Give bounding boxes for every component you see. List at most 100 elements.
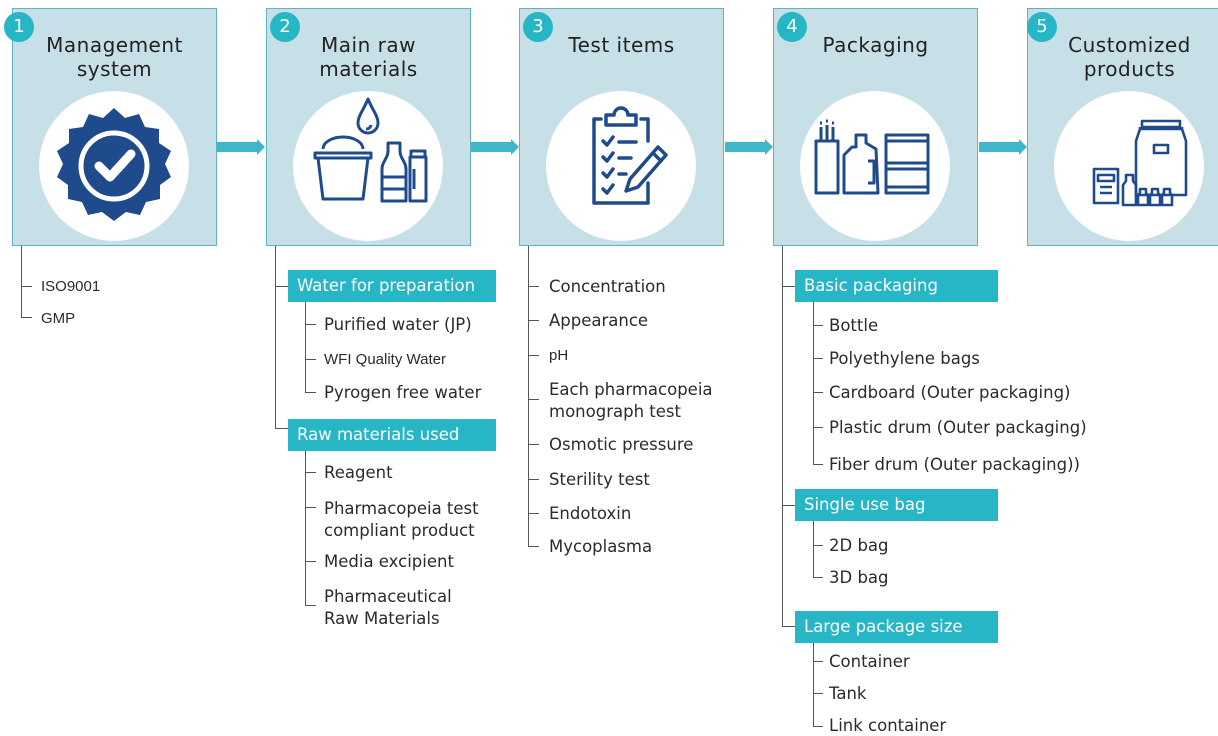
step-title-tests: Test items — [568, 33, 675, 57]
tree-branch — [528, 286, 539, 287]
list-item: Sterility test — [549, 470, 650, 489]
icon-circle — [293, 91, 443, 241]
icon-circle — [1054, 91, 1204, 241]
tree-line — [813, 302, 814, 465]
tree-branch — [782, 626, 795, 627]
icon-circle — [546, 91, 696, 241]
tree-branch — [813, 392, 823, 393]
step-card-4: Packaging — [773, 8, 978, 246]
clipboard-checklist-icon — [592, 106, 668, 205]
list-item: ISO9001 — [41, 278, 101, 295]
group-header-large-package: Large package size — [795, 611, 998, 643]
tree-line — [782, 246, 783, 627]
certified-badge-icon — [57, 108, 171, 221]
tree-branch — [528, 546, 539, 547]
tree-line — [528, 246, 529, 547]
list-item: WFI Quality Water — [324, 351, 446, 368]
tree-branch — [813, 545, 823, 546]
tree-line — [21, 246, 22, 318]
step-number-2: 2 — [270, 12, 300, 42]
icon-circle — [800, 91, 950, 241]
tree-line — [305, 451, 306, 606]
tree-branch — [21, 286, 32, 287]
list-item: Pyrogen free water — [324, 383, 482, 402]
flow-arrow-2 — [471, 139, 519, 155]
tree-branch — [528, 320, 539, 321]
tree-branch — [305, 359, 316, 360]
list-item: Media excipient — [324, 552, 454, 571]
customized-products-icon — [1092, 119, 1188, 207]
tree-branch — [528, 444, 539, 445]
list-item: Concentration — [549, 277, 666, 296]
tree-branch — [528, 399, 539, 400]
tree-branch — [305, 561, 316, 562]
list-item: Container — [829, 652, 910, 671]
group-header-basic-packaging: Basic packaging — [795, 270, 998, 302]
group-header-raw-used: Raw materials used — [288, 419, 496, 451]
tree-branch — [813, 325, 823, 326]
tree-line — [813, 521, 814, 578]
icon-circle — [39, 91, 189, 241]
tree-branch — [275, 428, 288, 429]
list-item: pH — [549, 347, 569, 364]
list-item: Purified water (JP) — [324, 315, 472, 334]
list-item: Endotoxin — [549, 504, 632, 523]
list-item: Polyethylene bags — [829, 349, 980, 368]
tree-branch — [782, 505, 795, 506]
tree-line — [275, 246, 276, 429]
list-item: Link container — [829, 716, 947, 735]
tree-branch — [813, 464, 823, 465]
flow-arrow-4 — [979, 139, 1027, 155]
tree-branch — [305, 472, 316, 473]
list-item: Pharmacopeia test compliant product — [324, 499, 479, 540]
tree-branch — [813, 693, 823, 694]
tree-line — [305, 302, 306, 393]
tree-branch — [813, 358, 823, 359]
step-title-packaging: Packaging — [822, 33, 929, 57]
tree-branch — [813, 661, 823, 662]
flow-arrow-1 — [217, 139, 265, 155]
packaging-containers-icon — [814, 119, 930, 195]
tree-branch — [21, 317, 32, 318]
tree-branch — [305, 507, 316, 508]
step-number-3: 3 — [523, 12, 553, 42]
step-number-5: 5 — [1027, 12, 1057, 42]
list-item: Mycoplasma — [549, 537, 653, 556]
list-item: Plastic drum (Outer packaging) — [829, 418, 1087, 437]
list-item: GMP — [41, 310, 76, 327]
list-item: Fiber drum (Outer packaging)) — [829, 455, 1080, 474]
list-item: Pharmaceutical Raw Materials — [324, 587, 452, 628]
list-item: Bottle — [829, 316, 879, 335]
tree-branch — [305, 605, 316, 606]
tree-branch — [305, 324, 316, 325]
group-header-water: Water for preparation — [288, 270, 496, 302]
raw-materials-icon — [313, 97, 428, 203]
tree-branch — [782, 286, 795, 287]
list-item: 2D bag — [829, 536, 889, 555]
list-item: Each pharmacopeia monograph test — [549, 380, 713, 421]
tree-branch — [305, 392, 316, 393]
tree-branch — [528, 355, 539, 356]
list-item: Appearance — [549, 311, 649, 330]
step-card-3: Test items — [519, 8, 724, 246]
group-header-single-use-bag: Single use bag — [795, 489, 998, 521]
flow-arrow-3 — [725, 139, 773, 155]
list-item: 3D bag — [829, 568, 889, 587]
tree-branch — [275, 286, 288, 287]
list-item: Cardboard (Outer packaging) — [829, 383, 1071, 402]
tree-branch — [528, 479, 539, 480]
list-item: Osmotic pressure — [549, 435, 694, 454]
tree-branch — [813, 427, 823, 428]
step-number-4: 4 — [777, 12, 807, 42]
list-item: Tank — [829, 684, 867, 703]
tree-branch — [813, 577, 823, 578]
tree-line — [813, 643, 814, 727]
step-number-1: 1 — [4, 12, 34, 42]
list-item: Reagent — [324, 463, 393, 482]
